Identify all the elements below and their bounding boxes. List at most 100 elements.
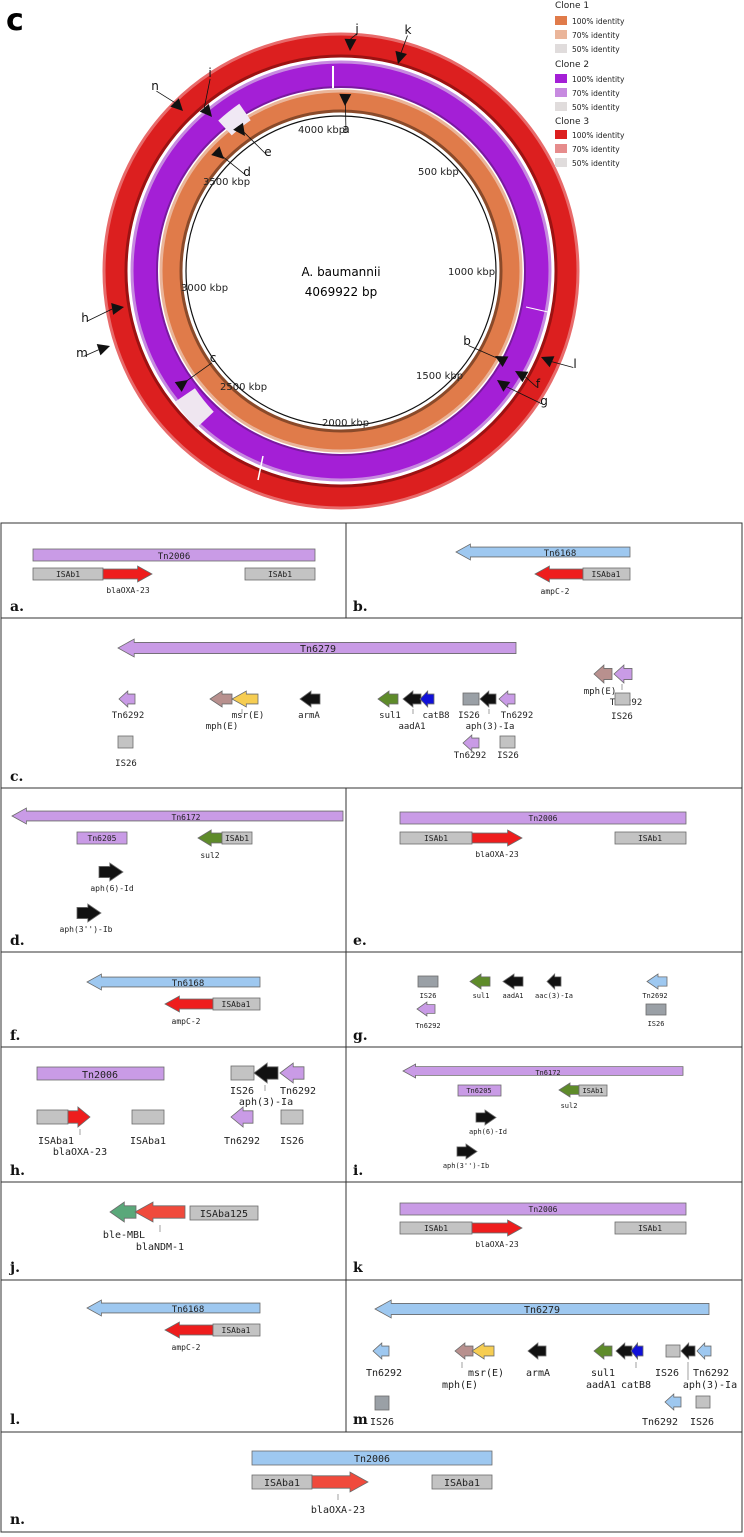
is-element-box	[117, 735, 134, 749]
transposon-arrow	[11, 807, 344, 825]
transposon-arrow	[402, 1063, 684, 1079]
gene-arrow	[646, 973, 668, 990]
is-element-box	[417, 975, 439, 988]
gene-label: sul2	[200, 851, 219, 860]
legend-swatch	[555, 30, 567, 39]
gene-label: aadA1	[502, 992, 523, 1000]
gene-label: IS26	[611, 712, 633, 722]
gene-label: msr(E)	[232, 711, 265, 721]
marker-c: c	[174, 351, 216, 392]
tick-label: 500 kbp	[418, 167, 459, 178]
is-element-box	[695, 1395, 711, 1409]
marker-arrowhead	[111, 303, 124, 315]
gene-arrow	[311, 1471, 369, 1493]
gene-arrow	[134, 1201, 186, 1223]
marker-letter: h	[81, 311, 89, 325]
gene-label: Tn6168	[544, 549, 577, 559]
gene-label: armA	[298, 711, 320, 721]
gene-label: sul1	[379, 711, 401, 721]
transposon-arrow	[86, 973, 261, 991]
is-element-box	[614, 831, 687, 845]
gene-label: Tn2006	[158, 552, 191, 562]
transposon-box	[457, 1084, 502, 1097]
tick-labels: 500 kbp 1000 kbp 1500 kbp 2000 kbp 2500 …	[181, 125, 495, 429]
is-element-box	[212, 997, 261, 1011]
gene-label: mph(E)	[206, 722, 239, 732]
marker-arrowhead	[395, 50, 407, 64]
gene-arrow	[372, 1342, 390, 1360]
legend-item-label: 70% identity	[572, 31, 620, 40]
gene-label: aph(3)-Ia	[239, 1097, 293, 1108]
gene-arrow	[67, 1106, 91, 1128]
gene-label: Tn6292	[224, 1136, 260, 1147]
marker-leader	[400, 35, 408, 53]
panel-letter: i.	[353, 1163, 363, 1179]
gene-arrow	[76, 903, 102, 923]
gene-label: blaOXA-23	[311, 1505, 365, 1516]
gene-arrow	[615, 1342, 633, 1360]
gene-arrow	[471, 1342, 495, 1360]
marker-d: d	[211, 146, 251, 179]
panel-letter: n.	[10, 1512, 25, 1528]
gene-label: Tn6168	[172, 1305, 205, 1315]
legend-swatch	[555, 130, 567, 139]
legend-swatch	[555, 16, 567, 25]
gene-label: ISAb1	[225, 834, 249, 843]
gene-label: IS26	[370, 1417, 394, 1428]
gene-arrow	[593, 664, 613, 684]
panel-h: Tn2006IS26aph(3)-IaTn6292ISAba1blaOXA-23…	[10, 1062, 316, 1179]
marker-h: h	[81, 303, 124, 325]
gene-label: ISAba1	[592, 570, 621, 579]
is-element-box	[221, 831, 253, 845]
panel-c: Tn6279mph(E)Tn6292Tn6292mph(E)msr(E)armA…	[10, 638, 642, 785]
gene-label: mph(E)	[442, 1380, 478, 1391]
gene-arrow	[475, 1109, 497, 1126]
legend-item-label: 50% identity	[572, 159, 620, 168]
is-element-box	[499, 735, 516, 749]
legend-swatch	[555, 144, 567, 153]
legend-swatch	[555, 102, 567, 111]
marker-letter: f	[536, 377, 541, 391]
gene-arrow	[558, 1082, 580, 1098]
gene-label: ampC-2	[541, 587, 570, 596]
gene-label: Tn2006	[529, 1205, 558, 1214]
legend-item-label: 100% identity	[572, 75, 625, 84]
circular-genome-map: c 500 kbp 1000 kbp 1500 kbp 2000 kbp 250…	[6, 1, 625, 510]
marker-arrowhead	[541, 356, 555, 368]
gene-arrow	[102, 565, 153, 583]
marker-n: n	[151, 79, 183, 111]
gene-label: ISAba1	[130, 1136, 166, 1147]
gene-label: aph(3)-Ia	[466, 722, 515, 732]
gene-label: Tn2006	[82, 1070, 118, 1081]
legend-item-label: 100% identity	[572, 131, 625, 140]
marker-g: g	[497, 380, 548, 408]
gene-panels: Tn2006ISAb1blaOXA-23ISAb1a.Tn6168ISAba1a…	[0, 522, 743, 1533]
gene-arrow	[164, 1321, 214, 1339]
gene-label: aac(3)-Ia	[535, 992, 573, 1000]
gene-label: ISAb1	[268, 570, 292, 579]
gene-label: blaOXA-23	[106, 586, 150, 595]
gene-label: Tn6292	[642, 1417, 678, 1428]
is-element-box	[462, 692, 480, 706]
is-element-box	[36, 1109, 69, 1125]
gene-label: blaOXA-23	[53, 1147, 107, 1158]
legend-item-label: 70% identity	[572, 145, 620, 154]
gene-label: sul1	[473, 992, 490, 1000]
legend-clone-name: Clone 3	[555, 117, 589, 127]
is-element-box	[212, 1323, 261, 1337]
gene-label: sul1	[591, 1368, 615, 1379]
gene-arrow	[253, 1062, 279, 1084]
panel-letter: c.	[10, 769, 23, 785]
gene-label: ISAb1	[56, 570, 80, 579]
marker-letter: g	[540, 394, 548, 408]
marker-arrowhead	[199, 103, 212, 117]
legend-swatch	[555, 74, 567, 83]
organism-name: A. baumannii	[301, 265, 380, 279]
gene-label: mph(E)	[584, 687, 617, 697]
